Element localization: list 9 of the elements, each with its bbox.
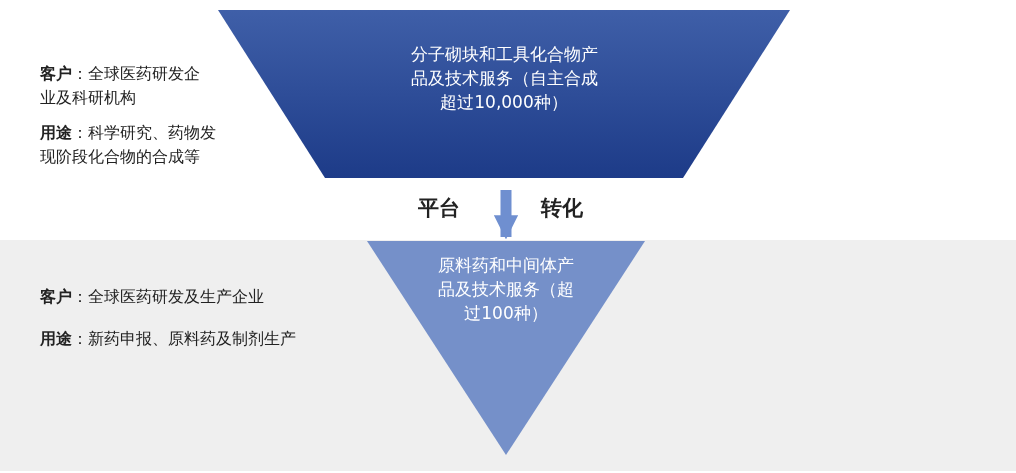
description-text: 用途：新药申报、原料药及制剂生产: [40, 328, 297, 350]
description-text: 客户：全球医药研发及生产企业: [40, 286, 265, 308]
description-text: 用途：科学研究、药物发现阶段化合物的合成等: [40, 122, 217, 168]
node-label: 原料药和中间体产品及技术服务（超过100种）: [437, 254, 575, 325]
side-label: 转化: [541, 196, 584, 220]
node-label: 分子砌块和工具化合物产品及技术服务（自主合成超过10,000种）: [409, 43, 599, 114]
side-label: 平台: [418, 196, 461, 220]
description-text: 客户：全球医药研发企业及科研机构: [40, 63, 201, 109]
arrow: [493, 190, 519, 240]
